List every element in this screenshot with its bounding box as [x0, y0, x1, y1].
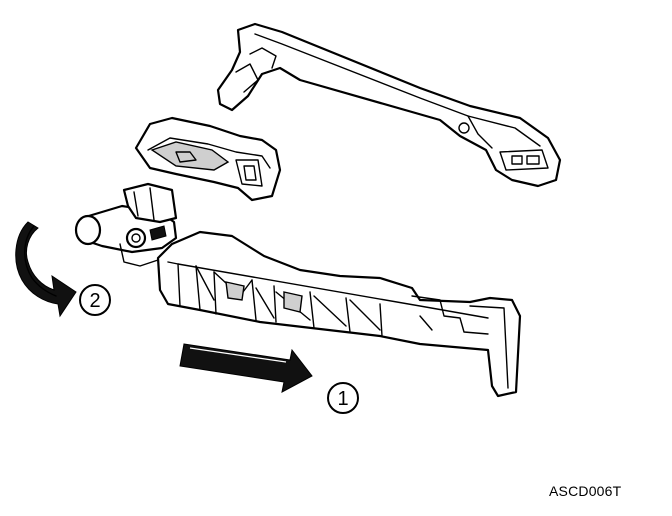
callout-1-label: 1 [337, 388, 348, 410]
handle-bracket-icon [74, 182, 522, 398]
callout-1: 1 [327, 382, 359, 414]
callout-2-label: 2 [89, 290, 100, 312]
figure-code: ASCD006T [549, 483, 622, 499]
callout-2: 2 [79, 284, 111, 316]
outside-handle-icon [216, 22, 562, 188]
handle-escutcheon-icon [134, 116, 282, 202]
rotate-arrow-icon [15, 221, 77, 318]
slide-arrow-icon [179, 343, 313, 393]
